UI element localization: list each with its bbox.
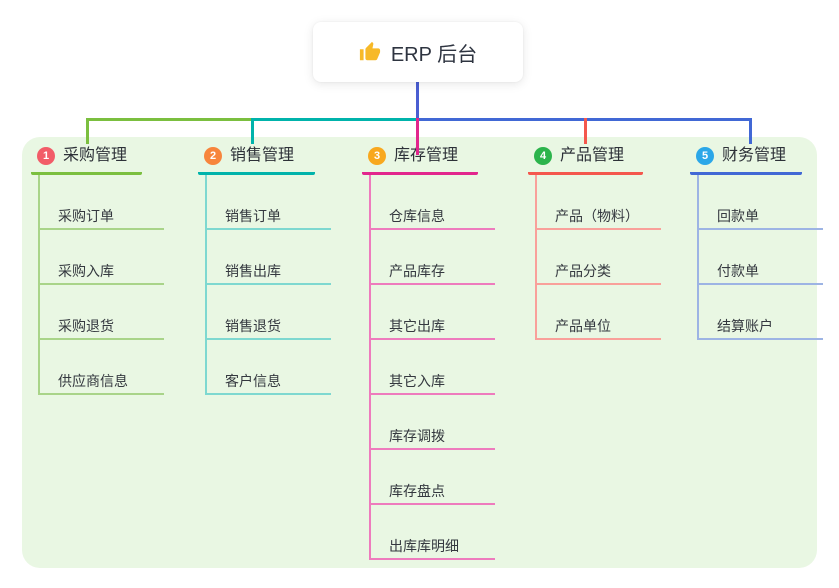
child-node[interactable]: 销售出库 <box>207 230 331 285</box>
branch-header[interactable]: 1 采购管理 <box>31 145 142 175</box>
branch-number-badge: 1 <box>37 147 55 165</box>
branch-label: 财务管理 <box>722 147 787 164</box>
branch-children: 仓库信息产品库存其它出库其它入库库存调拨库存盘点出库库明细 <box>369 175 495 560</box>
branch-children: 回款单付款单结算账户 <box>697 175 823 340</box>
connector-stub-branch-4 <box>584 118 587 144</box>
branch-header[interactable]: 2 销售管理 <box>198 145 315 175</box>
child-node[interactable]: 产品（物料） <box>537 175 661 230</box>
branch-number-badge: 2 <box>204 147 222 165</box>
branch-4: 4 产品管理产品（物料）产品分类产品单位 <box>528 145 661 340</box>
child-node[interactable]: 出库库明细 <box>371 505 495 560</box>
child-node[interactable]: 产品库存 <box>371 230 495 285</box>
child-node[interactable]: 回款单 <box>699 175 823 230</box>
child-node[interactable]: 销售退货 <box>207 285 331 340</box>
branch-children: 销售订单销售出库销售退货客户信息 <box>205 175 331 395</box>
connector-horizontal-1 <box>86 118 253 121</box>
child-node[interactable]: 库存盘点 <box>371 450 495 505</box>
connector-horizontal-2 <box>251 118 419 121</box>
root-title: ERP 后台 <box>390 43 478 66</box>
child-node[interactable]: 仓库信息 <box>371 175 495 230</box>
branch-label: 产品管理 <box>560 147 625 164</box>
connector-stub-branch-5 <box>749 118 752 144</box>
child-node[interactable]: 其它出库 <box>371 285 495 340</box>
child-node[interactable]: 销售订单 <box>207 175 331 230</box>
branch-header[interactable]: 5 财务管理 <box>690 145 802 175</box>
child-node[interactable]: 库存调拨 <box>371 395 495 450</box>
connector-stub-branch-1 <box>86 118 89 144</box>
child-node[interactable]: 产品分类 <box>537 230 661 285</box>
child-node[interactable]: 产品单位 <box>537 285 661 340</box>
child-node[interactable]: 付款单 <box>699 230 823 285</box>
branch-children: 产品（物料）产品分类产品单位 <box>535 175 661 340</box>
branch-label: 采购管理 <box>63 147 128 164</box>
branch-5: 5 财务管理回款单付款单结算账户 <box>690 145 823 340</box>
thumbs-up-icon <box>359 41 380 61</box>
branch-number-badge: 5 <box>696 147 714 165</box>
child-node[interactable]: 客户信息 <box>207 340 331 395</box>
branch-header[interactable]: 4 产品管理 <box>528 145 643 175</box>
branch-2: 2 销售管理销售订单销售出库销售退货客户信息 <box>198 145 331 395</box>
connector-root-stem <box>416 82 419 121</box>
connector-stub-branch-3 <box>416 118 419 155</box>
branch-3: 3 库存管理仓库信息产品库存其它出库其它入库库存调拨库存盘点出库库明细 <box>362 145 495 560</box>
branch-label: 销售管理 <box>230 147 295 164</box>
branch-number-badge: 4 <box>534 147 552 165</box>
branch-1: 1 采购管理采购订单采购入库采购退货供应商信息 <box>31 145 164 395</box>
branch-header[interactable]: 3 库存管理 <box>362 145 478 175</box>
child-node[interactable]: 采购订单 <box>40 175 164 230</box>
branch-label: 库存管理 <box>394 147 459 164</box>
branch-number-badge: 3 <box>368 147 386 165</box>
mindmap-panel <box>22 137 817 568</box>
child-node[interactable]: 采购入库 <box>40 230 164 285</box>
child-node[interactable]: 采购退货 <box>40 285 164 340</box>
child-node[interactable]: 供应商信息 <box>40 340 164 395</box>
connector-stub-branch-2 <box>251 118 254 144</box>
child-node[interactable]: 其它入库 <box>371 340 495 395</box>
child-node[interactable]: 结算账户 <box>699 285 823 340</box>
root-node[interactable]: ERP 后台 <box>313 22 523 82</box>
branch-children: 采购订单采购入库采购退货供应商信息 <box>38 175 164 395</box>
